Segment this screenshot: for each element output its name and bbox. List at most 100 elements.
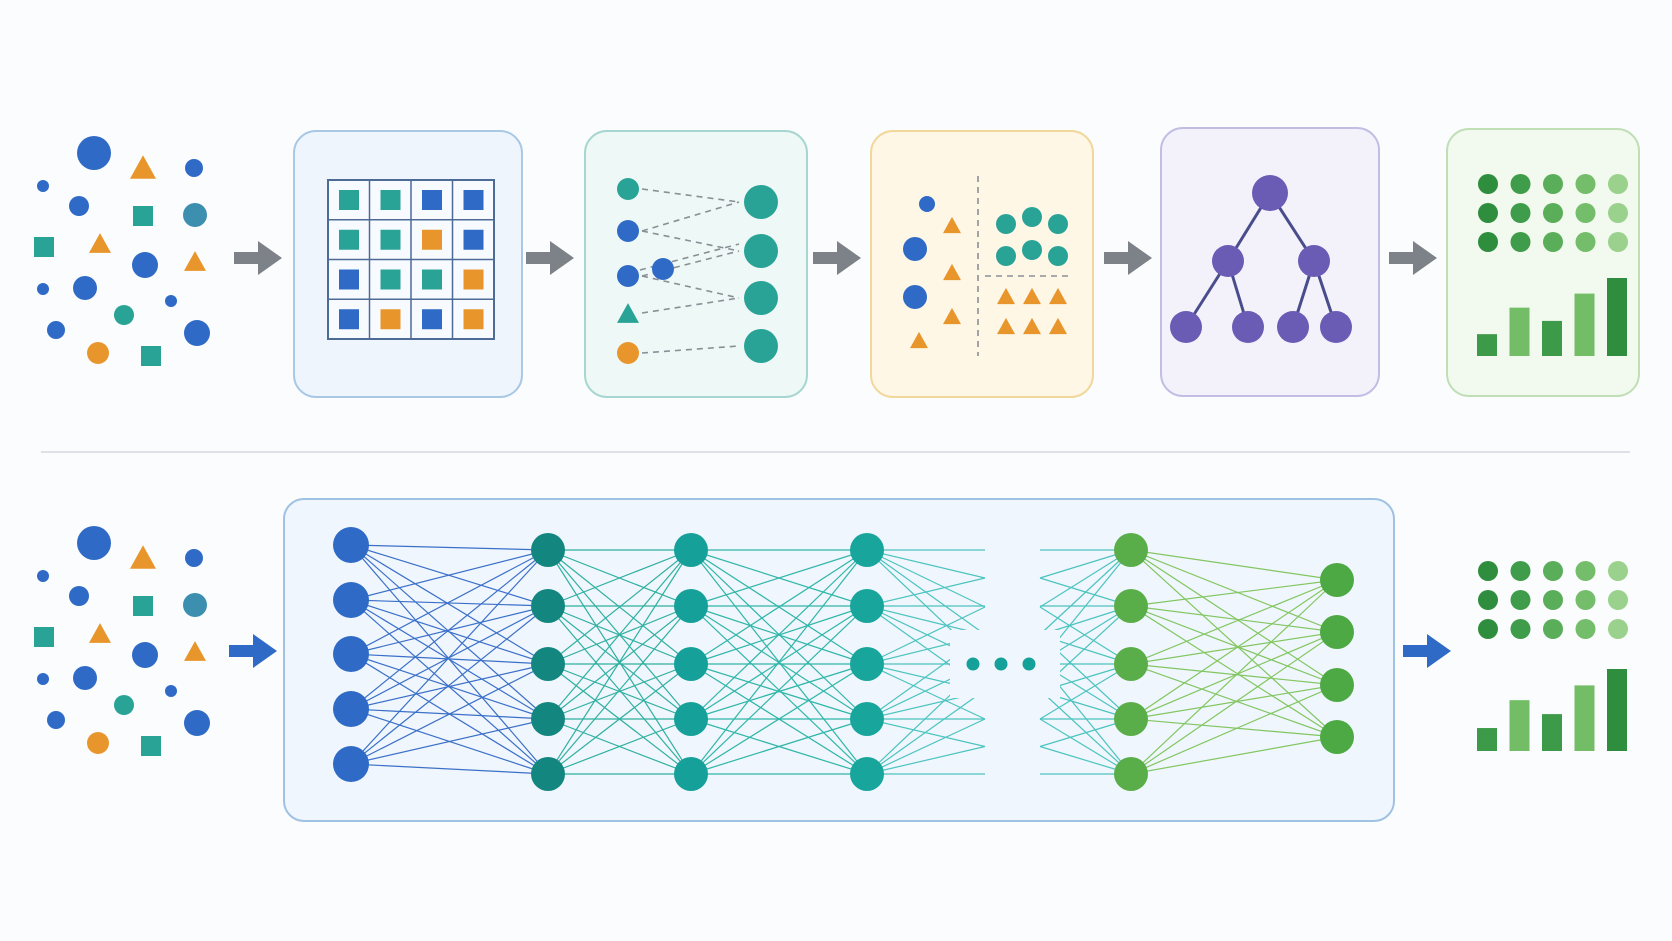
connection bbox=[1130, 579, 1338, 720]
split-icon bbox=[903, 176, 1073, 356]
neuron bbox=[333, 746, 369, 782]
neural-network-box bbox=[283, 498, 1395, 822]
connection bbox=[350, 605, 549, 765]
output-dot bbox=[1575, 232, 1596, 252]
connection bbox=[350, 663, 549, 765]
input-node bbox=[617, 303, 639, 323]
output-dot bbox=[1575, 619, 1596, 639]
neuron bbox=[850, 533, 884, 567]
connection bbox=[1130, 579, 1338, 607]
ellipsis-dot bbox=[966, 657, 980, 671]
data-point bbox=[165, 295, 177, 307]
ellipsis-dot bbox=[994, 657, 1008, 671]
connection bbox=[690, 549, 868, 720]
connection bbox=[1130, 663, 1338, 686]
grid-cell bbox=[380, 190, 401, 210]
dashed-link bbox=[641, 188, 740, 203]
output-bar bbox=[1607, 278, 1627, 356]
data-point bbox=[89, 233, 111, 253]
input-data-scatter bbox=[34, 526, 210, 756]
data-point bbox=[184, 251, 206, 271]
output-dot bbox=[1608, 561, 1628, 581]
data-point bbox=[89, 623, 111, 643]
connection bbox=[690, 549, 868, 775]
output-dot bbox=[1543, 590, 1563, 610]
connection bbox=[350, 653, 549, 665]
tree-node bbox=[1277, 311, 1309, 343]
cluster-triangle bbox=[1049, 287, 1067, 305]
connection bbox=[1130, 549, 1338, 686]
output-dot bbox=[1543, 232, 1563, 252]
input-node bbox=[617, 220, 639, 242]
connection bbox=[1130, 663, 1338, 738]
cluster-triangle bbox=[1023, 287, 1041, 305]
connection bbox=[1130, 684, 1338, 775]
connection bbox=[350, 599, 549, 607]
output-dot bbox=[1478, 590, 1498, 610]
neuron bbox=[674, 533, 708, 567]
data-point bbox=[37, 180, 49, 192]
connection bbox=[350, 544, 549, 665]
data-point bbox=[919, 196, 935, 212]
connection bbox=[866, 689, 986, 775]
grid-icon bbox=[327, 179, 495, 340]
neuron bbox=[1320, 720, 1354, 754]
dashed-link bbox=[641, 230, 740, 252]
connection bbox=[1130, 605, 1338, 738]
data-point bbox=[114, 305, 134, 325]
data-point bbox=[943, 216, 961, 234]
neuron bbox=[1114, 757, 1148, 791]
dashed-link bbox=[641, 297, 740, 314]
connection bbox=[547, 605, 692, 775]
output-dot bbox=[1575, 561, 1596, 581]
data-point bbox=[47, 321, 65, 339]
output-dot bbox=[1510, 174, 1531, 194]
connection bbox=[1130, 605, 1338, 686]
grid-cell bbox=[463, 269, 484, 290]
neuron bbox=[333, 527, 369, 563]
connection bbox=[350, 763, 549, 775]
data-point bbox=[165, 685, 177, 697]
output-dot bbox=[1608, 619, 1628, 639]
data-point bbox=[73, 666, 97, 690]
data-point bbox=[141, 346, 161, 366]
output-node bbox=[744, 185, 778, 219]
grid-cell bbox=[422, 309, 442, 330]
neuron bbox=[850, 589, 884, 623]
output-dot bbox=[1608, 203, 1628, 223]
output-bar bbox=[1509, 307, 1530, 356]
connection bbox=[547, 549, 692, 665]
input-data-scatter bbox=[34, 136, 210, 366]
grid-cell bbox=[380, 269, 401, 290]
output-dot bbox=[1478, 232, 1498, 252]
data-point bbox=[133, 206, 153, 226]
ellipsis-dot bbox=[1022, 657, 1036, 671]
connection bbox=[547, 549, 692, 775]
neuron bbox=[531, 647, 565, 681]
output-dot bbox=[1478, 561, 1498, 581]
data-point bbox=[133, 596, 153, 616]
neuron bbox=[1114, 702, 1148, 736]
data-point bbox=[903, 237, 927, 261]
connection bbox=[1130, 549, 1338, 738]
tree-node bbox=[1170, 311, 1202, 343]
data-point bbox=[69, 586, 89, 606]
output-icon bbox=[1477, 561, 1628, 751]
right-arrow-icon bbox=[1389, 241, 1437, 275]
output-dot bbox=[1478, 203, 1498, 223]
output-node bbox=[744, 329, 778, 363]
connection bbox=[350, 544, 549, 551]
neuron bbox=[1114, 533, 1148, 567]
neuron bbox=[333, 691, 369, 727]
output-bar bbox=[1574, 293, 1595, 356]
connection bbox=[866, 745, 986, 775]
output-bar bbox=[1607, 669, 1627, 751]
neuron bbox=[1114, 647, 1148, 681]
cluster-triangle bbox=[1023, 317, 1041, 335]
grid-cell bbox=[463, 229, 484, 250]
right-arrow-icon bbox=[229, 634, 1451, 668]
right-arrow-icon bbox=[526, 241, 574, 275]
data-point bbox=[87, 732, 109, 754]
stage-partitioning bbox=[870, 130, 1094, 398]
